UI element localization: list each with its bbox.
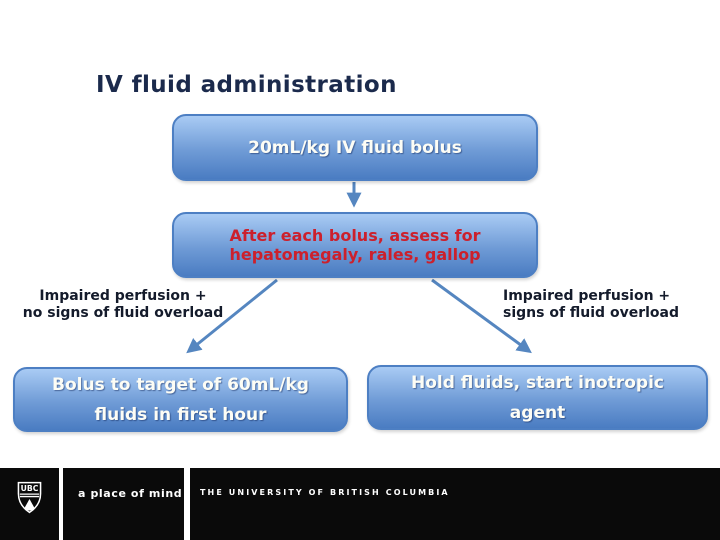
branch-label-overload-line2: signs of fluid overload (503, 305, 679, 321)
flow-box-bolus-target-line2: fluids in first hour (94, 404, 267, 425)
flow-box-bolus-target-line1: Bolus to target of 60mL/kg (52, 374, 309, 395)
branch-label-overload-line1: Impaired perfusion + (503, 288, 671, 304)
ubc-crest-icon: UBC (17, 481, 42, 514)
branch-label-no-overload-line2: no signs of fluid overload (22, 305, 224, 321)
footer-divider (184, 468, 190, 540)
footer-tagline: a place of mind (78, 487, 183, 500)
flow-box-fluid-bolus: 20mL/kg IV fluid bolus (172, 114, 538, 181)
flow-box-hold-fluids: Hold fluids, start inotropic agent (367, 365, 708, 430)
branch-label-no-overload-line1: Impaired perfusion + (39, 288, 207, 304)
footer-bar: UBC a place of mind THE UNIVERSITY OF BR… (0, 468, 720, 540)
flow-box-bolus-target: Bolus to target of 60mL/kg fluids in fir… (13, 367, 348, 432)
footer-university-name: THE UNIVERSITY OF BRITISH COLUMBIA (200, 488, 450, 497)
footer-divider (59, 468, 63, 540)
flow-box-fluid-bolus-text: 20mL/kg IV fluid bolus (248, 137, 462, 158)
flow-box-assess: After each bolus, assess for hepatomegal… (172, 212, 538, 278)
ubc-crest-text: UBC (21, 484, 39, 493)
branch-label-no-overload: Impaired perfusion + no signs of fluid o… (8, 288, 238, 322)
slide-title: IV fluid administration (96, 72, 397, 98)
flow-box-assess-line1: After each bolus, assess for (229, 226, 481, 245)
branch-label-overload: Impaired perfusion + signs of fluid over… (503, 288, 679, 322)
flow-box-assess-line2: hepatomegaly, rales, gallop (229, 245, 481, 264)
flow-box-hold-fluids-line2: agent (509, 402, 566, 423)
flow-box-hold-fluids-line1: Hold fluids, start inotropic (410, 372, 665, 393)
